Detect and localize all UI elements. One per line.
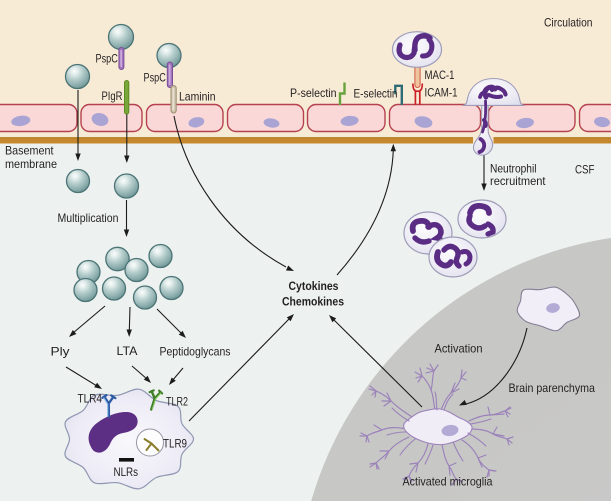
svg-text:ICAM-1: ICAM-1 [425,86,458,100]
svg-text:Neutrophil: Neutrophil [490,161,537,175]
svg-text:PspC: PspC [144,71,167,85]
svg-text:P-selectin: P-selectin [290,86,337,100]
svg-text:Activated microglia: Activated microglia [403,474,493,488]
svg-text:CSF: CSF [575,163,595,177]
svg-text:MAC-1: MAC-1 [425,68,455,82]
svg-text:Chemokines: Chemokines [282,294,344,308]
svg-text:LTA: LTA [117,344,138,358]
svg-text:Basement: Basement [5,144,54,158]
svg-text:E-selectin: E-selectin [354,87,398,101]
svg-text:recruitment: recruitment [490,174,546,188]
svg-text:Multiplication: Multiplication [58,211,119,225]
svg-text:TLR9: TLR9 [163,437,187,451]
svg-text:Cytokines: Cytokines [289,279,339,293]
svg-text:Brain parenchyma: Brain parenchyma [509,381,596,395]
svg-text:NLRs: NLRs [114,465,139,479]
svg-text:TLR4: TLR4 [78,392,103,406]
svg-text:membrane: membrane [5,157,57,171]
svg-text:Activation: Activation [435,342,483,356]
svg-text:Ply: Ply [51,345,70,359]
svg-text:Circulation: Circulation [544,16,593,30]
svg-text:PspC: PspC [96,52,119,66]
svg-text:PIgR: PIgR [102,89,123,103]
svg-text:TLR2: TLR2 [166,395,188,409]
svg-text:Laminin: Laminin [179,90,216,104]
svg-text:Peptidoglycans: Peptidoglycans [160,345,231,359]
